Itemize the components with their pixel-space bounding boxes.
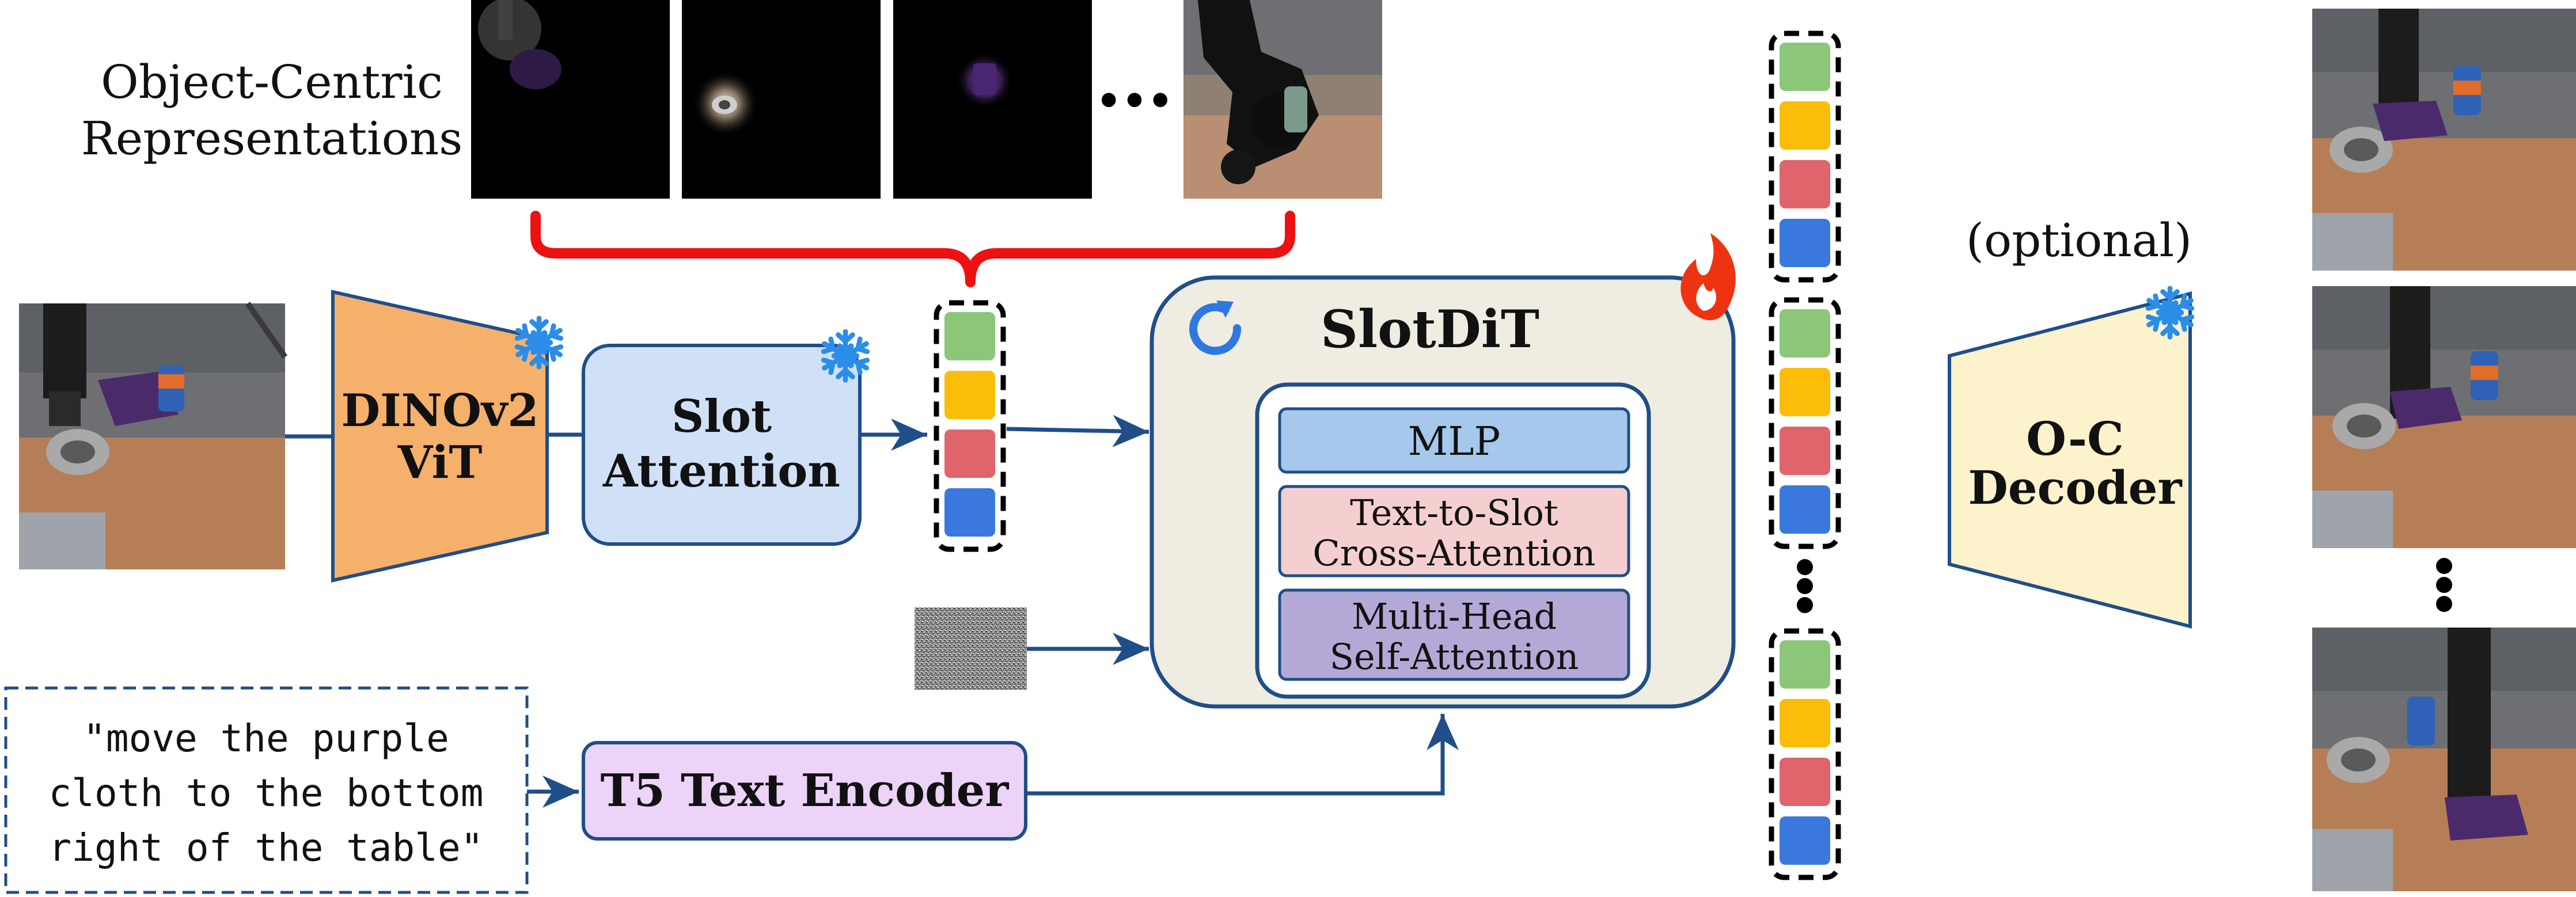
slot-attention-block xyxy=(582,344,862,546)
cross-attention-block xyxy=(1278,485,1630,577)
arrow-t5-to-cross-attention xyxy=(1026,714,1459,796)
output-slot-stack-3 xyxy=(1771,631,1838,877)
optional-label: (optional) xyxy=(1966,214,2192,267)
encoder-block xyxy=(331,290,549,583)
output-slot-stack-1 xyxy=(1771,33,1838,280)
noise-image xyxy=(915,607,1027,690)
mlp-block xyxy=(1278,407,1630,474)
grouping-brace xyxy=(530,211,1295,287)
arrow-slots-to-slotdit xyxy=(1006,415,1149,447)
output-frame-2 xyxy=(2312,286,2576,548)
input-image xyxy=(19,302,288,569)
decoder-block xyxy=(1948,291,2192,629)
self-attention-block xyxy=(1278,588,1630,681)
mask-image-1 xyxy=(471,0,670,199)
cross-attention-label-line1: Text-to-Slot xyxy=(1350,492,1558,534)
repr-label-line1: Object-Centric xyxy=(101,55,443,109)
slot-attention-label-line2: Attention xyxy=(602,445,840,497)
output-slot-stack-2 xyxy=(1771,300,1838,546)
vertical-ellipsis xyxy=(1797,559,1813,613)
repr-label-line2: Representations xyxy=(81,112,463,165)
slot-attention-label-line1: Slot xyxy=(671,390,772,443)
refresh-icon xyxy=(1189,301,1242,355)
slotdit-title: SlotDiT xyxy=(1321,299,1539,360)
encoder-label-line1: DINOv2 xyxy=(342,385,539,437)
vertical-ellipsis xyxy=(2436,558,2452,612)
decoder-label-line1: O-C xyxy=(2026,412,2124,466)
mask-image-2 xyxy=(682,0,881,199)
input-slot-stack xyxy=(936,303,1003,549)
flame-icon xyxy=(1680,233,1736,321)
self-attention-label-line2: Self-Attention xyxy=(1330,636,1579,678)
output-frame-1 xyxy=(2312,9,2576,271)
decoder-label-line2: Decoder xyxy=(1968,461,2182,515)
encoder-label-line2: ViT xyxy=(397,436,483,489)
output-frame-3 xyxy=(2312,628,2576,891)
mlp-label: MLP xyxy=(1408,419,1501,465)
prompt-line2: cloth to the bottom xyxy=(49,771,484,815)
mask-image-4 xyxy=(1183,0,1382,199)
t5-encoder-label: T5 Text Encoder xyxy=(601,765,1010,817)
t5-encoder-block xyxy=(582,741,1027,841)
prompt-box xyxy=(4,686,529,894)
ellipsis-dots: ••• xyxy=(1096,77,1173,125)
mask-image-3 xyxy=(893,0,1092,199)
prompt-line3: right of the table" xyxy=(49,826,484,870)
self-attention-label-line1: Multi-Head xyxy=(1352,595,1557,637)
prompt-line1: "move the purple xyxy=(83,716,449,761)
cross-attention-label-line2: Cross-Attention xyxy=(1312,532,1595,574)
